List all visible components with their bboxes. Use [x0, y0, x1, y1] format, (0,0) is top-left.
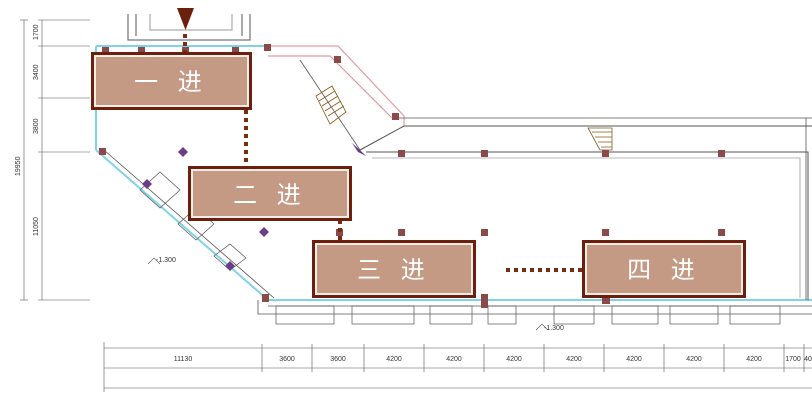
zone-4-label: 四 进 — [627, 256, 701, 284]
elevation-mark: -1.300 -1.300 — [147, 257, 564, 332]
entry-arrow-icon — [177, 8, 194, 30]
zone-2-label: 二 进 — [233, 181, 307, 209]
dim-bottom-8: 4200 — [626, 356, 642, 363]
bottom-dimension-chain — [103, 342, 812, 392]
dim-bottom-11: 1700 — [785, 356, 801, 363]
diamond-markers — [142, 143, 366, 271]
stairs-icon — [315, 85, 347, 125]
zone-4: 四 进 — [582, 240, 746, 298]
zone-1-label: 一 进 — [134, 68, 208, 96]
dim-left-4: 11050 — [33, 217, 40, 236]
dim-bottom-3: 3600 — [330, 356, 346, 363]
dim-bottom-2: 3600 — [279, 356, 295, 363]
dim-bottom-4: 4200 — [386, 356, 402, 363]
zone-1: 一 进 — [91, 52, 252, 110]
entry-structure — [127, 14, 251, 41]
circulation-path — [183, 34, 584, 272]
elevation-mark-2: -1.300 — [544, 325, 564, 332]
zone-3-label: 三 进 — [357, 256, 431, 284]
dim-bottom-9: 4200 — [686, 356, 702, 363]
facade-windows — [275, 305, 781, 325]
dim-bottom-6: 4200 — [506, 356, 522, 363]
stairs-icon-2 — [587, 127, 613, 151]
left-dimension-chain — [20, 19, 90, 301]
dim-left-3: 3800 — [33, 118, 40, 134]
dim-bottom-10: 4200 — [746, 356, 762, 363]
dim-left-2: 3400 — [33, 64, 40, 80]
dim-bottom-7: 4200 — [566, 356, 582, 363]
zone-3: 三 进 — [312, 240, 476, 298]
dim-bottom-5: 4200 — [446, 356, 462, 363]
elevation-mark-1: -1.300 — [156, 257, 176, 264]
zone-2: 二 进 — [188, 166, 352, 221]
dim-left-total: 19950 — [15, 156, 22, 176]
dim-left-1: 1700 — [33, 24, 40, 40]
dim-bottom-12: 40 — [804, 356, 812, 363]
dim-bottom-1: 11130 — [174, 356, 193, 363]
